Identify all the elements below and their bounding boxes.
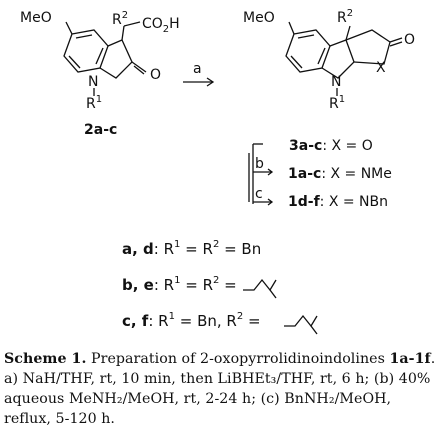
svg-text:1d-f: X = NBn: 1d-f: X = NBn bbox=[288, 194, 388, 210]
branch-b-label: b bbox=[255, 156, 264, 172]
left-compound-label: 2a-c bbox=[84, 122, 117, 138]
right-r2-label: R2 bbox=[337, 8, 353, 26]
prenyl-group-1 bbox=[243, 278, 277, 292]
compound-1d-f: 1d-f bbox=[288, 194, 321, 210]
svg-text:1a-c: X = NMe: 1a-c: X = NMe bbox=[288, 166, 392, 182]
branch-lines bbox=[248, 143, 274, 206]
caption-intro: Preparation of 2-oxopyrrolidinoindolines bbox=[86, 351, 390, 367]
def-c-f: c, f: R1 = Bn, R2 = bbox=[122, 311, 318, 335]
def-b-e: b, e: R1 = R2 = bbox=[122, 275, 277, 299]
left-r1-label: R1 bbox=[86, 94, 102, 112]
structure-2a-c: MeO R2 CO2H N O R1 2a-c bbox=[20, 10, 180, 138]
compound-3a-c: 3a-c bbox=[289, 138, 322, 154]
scheme-drawing: MeO R2 CO2H N O R1 2a-c a MeO bbox=[20, 8, 415, 335]
branch-3a-c: 3a-c: X = O bbox=[289, 138, 373, 154]
left-meo-label: MeO bbox=[20, 10, 52, 26]
caption-title: Scheme 1. bbox=[4, 351, 87, 367]
svg-text:a, d: R1 = R2 = Bn: a, d: R1 = R2 = Bn bbox=[122, 239, 261, 258]
right-x-label: X bbox=[376, 60, 386, 76]
left-n-label: N bbox=[88, 74, 98, 90]
right-r1-label: R1 bbox=[329, 94, 345, 112]
arrow-reagent-label: a bbox=[193, 61, 202, 77]
structure-product: MeO R2 O X N R1 bbox=[243, 8, 415, 112]
svg-text:b, e: R1 = R2 =: b, e: R1 = R2 = bbox=[122, 275, 237, 294]
branch-1d-f: c 1d-f: X = NBn bbox=[255, 186, 388, 210]
left-co2h-label: CO2H bbox=[142, 16, 180, 35]
branch-c-label: c bbox=[255, 186, 263, 202]
right-o-label: O bbox=[404, 32, 415, 48]
svg-text:c, f: R1 = Bn, R2 =: c, f: R1 = Bn, R2 = bbox=[122, 311, 261, 330]
svg-text:3a-c: X = O: 3a-c: X = O bbox=[289, 138, 373, 154]
reaction-arrow: a bbox=[183, 61, 215, 87]
caption-compounds: 1a-1f bbox=[389, 351, 431, 367]
left-o-label: O bbox=[150, 67, 161, 83]
branch-1a-c: b 1a-c: X = NMe bbox=[255, 156, 392, 182]
right-meo-label: MeO bbox=[243, 10, 275, 26]
left-r2-label: R2 bbox=[112, 10, 128, 28]
scheme-caption: Scheme 1. Preparation of 2-oxopyrrolidin… bbox=[4, 349, 436, 429]
compound-1a-c: 1a-c bbox=[288, 166, 321, 182]
right-n-label: N bbox=[331, 74, 341, 90]
def-a-d: a, d: R1 = R2 = Bn bbox=[122, 239, 261, 258]
prenyl-group-2 bbox=[284, 314, 318, 328]
caption-body: . a) NaH/THF, rt, 10 min, then LiBHEt₃/T… bbox=[4, 351, 436, 427]
